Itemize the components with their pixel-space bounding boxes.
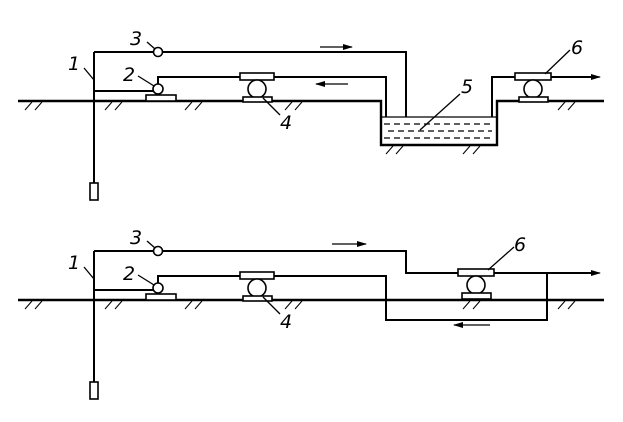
bottom-pump-4-base	[242, 295, 273, 302]
bottom-pump-4	[247, 278, 267, 298]
bottom-label-2: 2	[123, 263, 135, 285]
bottom-device-6	[466, 275, 486, 295]
top-ground-line	[18, 99, 604, 147]
top-pump-2-base	[145, 94, 177, 102]
top-label-4: 4	[280, 112, 292, 134]
bottom-ground-hatching	[24, 300, 576, 310]
top-valve-3	[152, 46, 164, 58]
bottom-well-filter	[89, 381, 99, 400]
bottom-label-6: 6	[514, 234, 526, 256]
bottom-device-6-base	[461, 292, 492, 300]
top-upper-pipe	[94, 51, 407, 117]
bottom-scheme: 1 3 2 4 6	[18, 227, 604, 400]
top-scheme: 1 3 2 4 5 6	[18, 28, 604, 201]
bottom-pump-2	[152, 282, 164, 294]
bottom-label-4: 4	[280, 311, 292, 333]
top-outlet-pipe	[491, 76, 598, 117]
top-label-1: 1	[68, 53, 80, 75]
bottom-leader-lines	[83, 240, 515, 315]
bottom-return-loop	[157, 273, 548, 321]
bottom-pump-4-top	[239, 271, 275, 280]
top-device-6	[523, 79, 543, 99]
top-leader-lines	[83, 41, 571, 131]
top-pump-4-base	[242, 96, 273, 103]
bottom-upper-pipe	[94, 250, 598, 274]
bottom-pump-2-base	[145, 293, 177, 301]
top-label-3: 3	[130, 28, 142, 50]
top-pit-water	[382, 116, 496, 139]
top-label-6: 6	[571, 37, 583, 59]
top-ground-hatching	[24, 101, 576, 155]
bottom-label-3: 3	[130, 227, 142, 249]
top-well-filter	[89, 182, 99, 201]
bottom-valve-3	[152, 245, 164, 257]
top-pump-4-top	[239, 72, 275, 81]
top-label-5: 5	[461, 76, 473, 98]
top-pump-4	[247, 79, 267, 99]
top-pump-2	[152, 83, 164, 95]
bottom-label-1: 1	[68, 252, 80, 274]
top-device-6-base	[518, 96, 549, 103]
top-label-2: 2	[123, 64, 135, 86]
